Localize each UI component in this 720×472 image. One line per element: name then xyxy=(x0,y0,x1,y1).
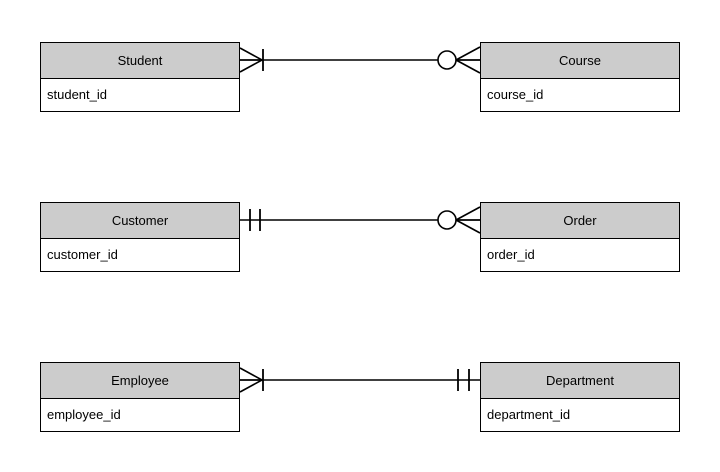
cardinality-exactly-one-customer xyxy=(249,209,261,231)
entity-attribute-customer-id: customer_id xyxy=(41,239,239,271)
cardinality-circle-course xyxy=(437,50,457,70)
cardinality-zero-or-many-course xyxy=(437,46,481,74)
entity-attribute-employee-id: employee_id xyxy=(41,399,239,431)
entity-box-customer[interactable]: Customer customer_id xyxy=(40,202,240,272)
entity-attribute-department-id: department_id xyxy=(481,399,679,431)
entity-title-employee: Employee xyxy=(41,363,239,399)
cardinality-zero-or-many-order xyxy=(437,206,481,234)
entity-box-employee[interactable]: Employee employee_id xyxy=(40,362,240,432)
cardinality-one-or-many-student xyxy=(239,47,264,73)
entity-attribute-student-id: student_id xyxy=(41,79,239,111)
relationship-customer-order xyxy=(240,206,481,234)
entity-box-course[interactable]: Course course_id xyxy=(480,42,680,112)
entity-title-course: Course xyxy=(481,43,679,79)
relationship-employee-department xyxy=(239,367,480,393)
entity-title-customer: Customer xyxy=(41,203,239,239)
entity-attribute-course-id: course_id xyxy=(481,79,679,111)
entity-attribute-order-id: order_id xyxy=(481,239,679,271)
entity-box-department[interactable]: Department department_id xyxy=(480,362,680,432)
cardinality-exactly-one-department xyxy=(457,369,470,391)
relationship-student-course xyxy=(239,46,481,74)
entity-title-student: Student xyxy=(41,43,239,79)
entity-box-student[interactable]: Student student_id xyxy=(40,42,240,112)
cardinality-circle-order xyxy=(437,210,457,230)
entity-title-order: Order xyxy=(481,203,679,239)
entity-box-order[interactable]: Order order_id xyxy=(480,202,680,272)
cardinality-one-or-many-employee xyxy=(239,367,264,393)
entity-title-department: Department xyxy=(481,363,679,399)
